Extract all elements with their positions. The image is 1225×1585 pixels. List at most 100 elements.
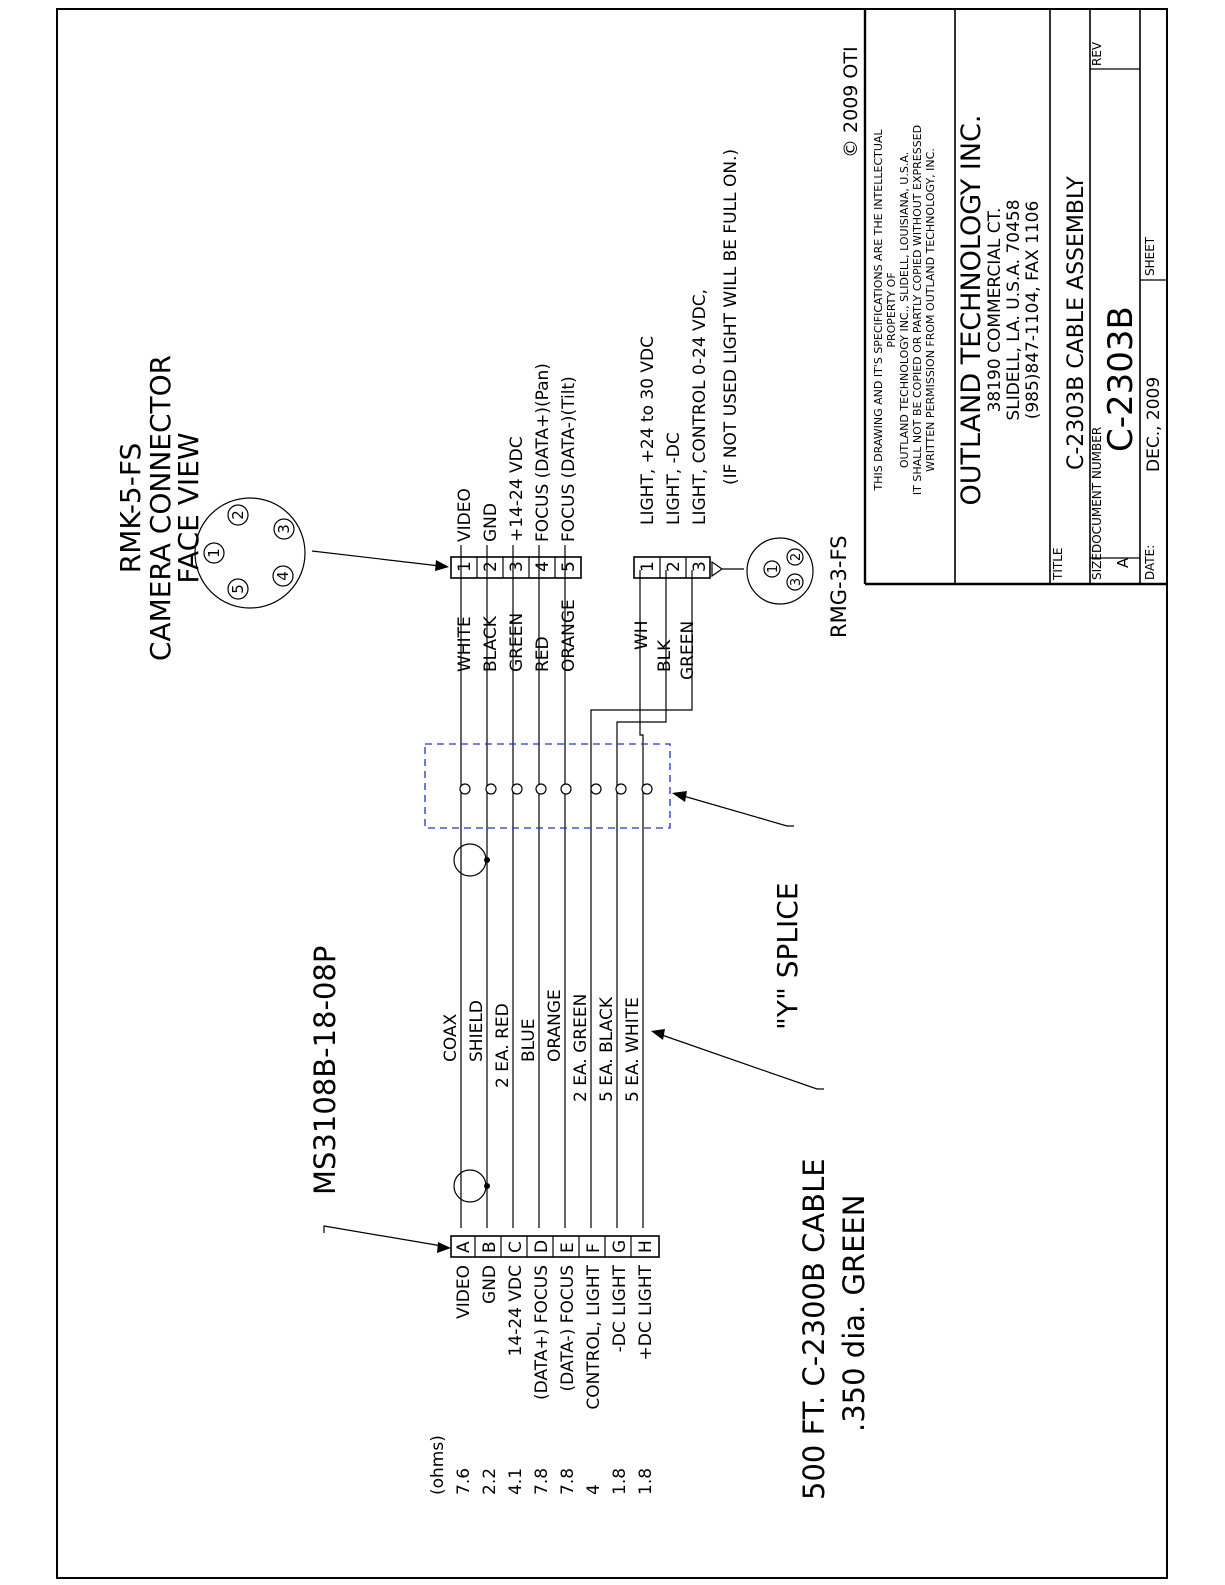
camera-connector-line1: CAMERA CONNECTOR xyxy=(144,355,177,661)
resistance-value: 7.8 xyxy=(558,1468,578,1495)
splice-point xyxy=(511,783,523,795)
camera-face-pin-2: 2 xyxy=(229,510,247,520)
ms-pin-label: B xyxy=(480,1241,500,1253)
ms-function: (DATA-) FOCUS xyxy=(558,1265,578,1392)
light-pin-box-outline xyxy=(633,556,711,579)
light-face-pin-2: 2 xyxy=(789,553,804,561)
ms-pin-box-outline xyxy=(450,1235,660,1258)
light-face-pin-1: 1 xyxy=(766,565,781,573)
resistance-value: 2.2 xyxy=(480,1468,500,1495)
camera-pin-box-outline xyxy=(450,556,582,579)
cable-conductor: 2 EA. RED xyxy=(493,1003,513,1088)
notice-line: OUTLAND TECHNOLOGY INC., SLIDELL, LOUISI… xyxy=(898,152,911,468)
ms-pin-label: G xyxy=(610,1240,630,1253)
camera-wire-color: GREEN xyxy=(507,613,527,672)
wires xyxy=(453,545,693,1228)
ms-pin-label: A xyxy=(454,1241,474,1253)
cable-conductor: 5 EA. BLACK xyxy=(597,996,617,1102)
light-connector-face xyxy=(746,537,814,605)
light-wire-color: WH xyxy=(632,620,652,650)
splice-point xyxy=(459,783,471,795)
ms-function: (DATA+) FOCUS xyxy=(532,1265,552,1400)
splice-point xyxy=(641,783,653,795)
shield-dot-left xyxy=(484,1183,490,1189)
resistance-value: 7.6 xyxy=(454,1468,474,1495)
light-connector-circle xyxy=(746,537,814,605)
light-pin-circle xyxy=(786,548,804,566)
cable-conductor: ORANGE xyxy=(545,989,565,1062)
camera-wire-color: RED xyxy=(533,636,553,672)
notice-line: THIS DRAWING AND IT'S SPECIFICATIONS ARE… xyxy=(872,129,885,492)
wire-light-plus xyxy=(639,570,644,1228)
light-pin-circle xyxy=(786,573,804,591)
camera-pin-box xyxy=(450,556,582,579)
cable-conductor: COAX xyxy=(441,1013,461,1062)
splice-point xyxy=(535,783,547,795)
company-address1: 38190 COMMERCIAL CT. xyxy=(985,208,1005,413)
splice-leader xyxy=(679,794,794,827)
ms-function: -DC LIGHT xyxy=(610,1264,630,1352)
cable-line1: 500 FT. C-2300B CABLE xyxy=(797,1158,831,1500)
camera-pin-circle xyxy=(227,504,249,526)
camera-arrow-head xyxy=(435,560,449,571)
wire-light-minus xyxy=(616,570,667,1228)
camera-face-pin-1: 1 xyxy=(205,548,223,558)
light-pin-label: 3 xyxy=(690,561,710,572)
rotated-text-layer: RMK-5-FS CAMERA CONNECTOR FACE VIEW 1 2 … xyxy=(114,41,1164,1500)
camera-leader xyxy=(311,550,441,567)
camera-pin-label: 4 xyxy=(533,561,553,572)
splice-label: "Y" SPLICE xyxy=(771,882,804,1030)
resistance-value: 1.8 xyxy=(610,1468,630,1495)
light-wire-color: BLK xyxy=(655,639,675,672)
light-function: LIGHT, CONTROL 0-24 VDC, xyxy=(690,289,710,525)
resistance-value: 4.1 xyxy=(506,1468,526,1495)
splice-dashed-box xyxy=(424,743,671,829)
company-address2: SLIDELL, LA. U.S.A. 70458 xyxy=(1004,199,1024,420)
cable-conductor: 2 EA. GREEN xyxy=(571,994,591,1102)
camera-pin-circle xyxy=(203,542,225,564)
light-pin-label: 2 xyxy=(664,561,684,572)
docnum-value: C-2303B xyxy=(1101,306,1141,452)
light-function: LIGHT, +24 to 30 VDC xyxy=(638,336,658,525)
camera-function: VIDEO xyxy=(455,488,475,542)
ms-function: CONTROL, LIGHT xyxy=(584,1264,604,1409)
notice-line: PROPERTY OF xyxy=(885,272,898,347)
ms-arrow-head xyxy=(437,1242,451,1253)
title-value: C-2303B CABLE ASSEMBLY xyxy=(1064,176,1089,470)
camera-pin-label: 3 xyxy=(507,561,527,572)
camera-pin-circle xyxy=(273,518,295,540)
camera-connector-circle xyxy=(194,497,306,609)
light-face-pin-3: 3 xyxy=(789,578,804,586)
light-connector-part: RMG-3-FS xyxy=(827,535,851,638)
camera-pin-circle xyxy=(272,565,294,587)
coax-shield-loop-right xyxy=(453,843,487,877)
date-label: DATE: xyxy=(1143,545,1157,580)
camera-function: +14-24 VDC xyxy=(507,436,527,542)
light-key-arrow xyxy=(711,560,724,578)
camera-connector-line2: FACE VIEW xyxy=(172,432,205,583)
splice-point xyxy=(485,783,497,795)
light-pin-circle xyxy=(763,560,781,578)
shield-dot-right xyxy=(484,857,490,863)
splice-point xyxy=(560,783,572,795)
ms-pin-label: E xyxy=(558,1242,578,1253)
title-label: TITLE xyxy=(1051,548,1065,581)
sheet-label: SHEET xyxy=(1143,236,1157,276)
cable-line2: .350 dia. GREEN xyxy=(837,1195,871,1432)
ms-function: GND xyxy=(480,1265,500,1304)
camera-function: GND xyxy=(481,503,501,542)
ms-function: VIDEO xyxy=(454,1265,474,1319)
light-pin-label: 1 xyxy=(638,561,658,572)
ms-function: +DC LIGHT xyxy=(636,1264,656,1360)
splice-box xyxy=(424,743,671,829)
date-value: DEC., 2009 xyxy=(1144,377,1164,472)
camera-pin-label: 2 xyxy=(481,561,501,572)
resistance-value: 7.8 xyxy=(532,1468,552,1495)
rev-label: REV xyxy=(1090,41,1104,66)
notice-line: IT SHALL NOT BE COPIED OR PARTLY COPIED … xyxy=(911,125,924,495)
resistance-value: 1.8 xyxy=(636,1468,656,1495)
ms-pin-label: H xyxy=(636,1240,656,1253)
resistance-value: 4 xyxy=(584,1484,604,1495)
size-value: A xyxy=(1114,557,1132,568)
